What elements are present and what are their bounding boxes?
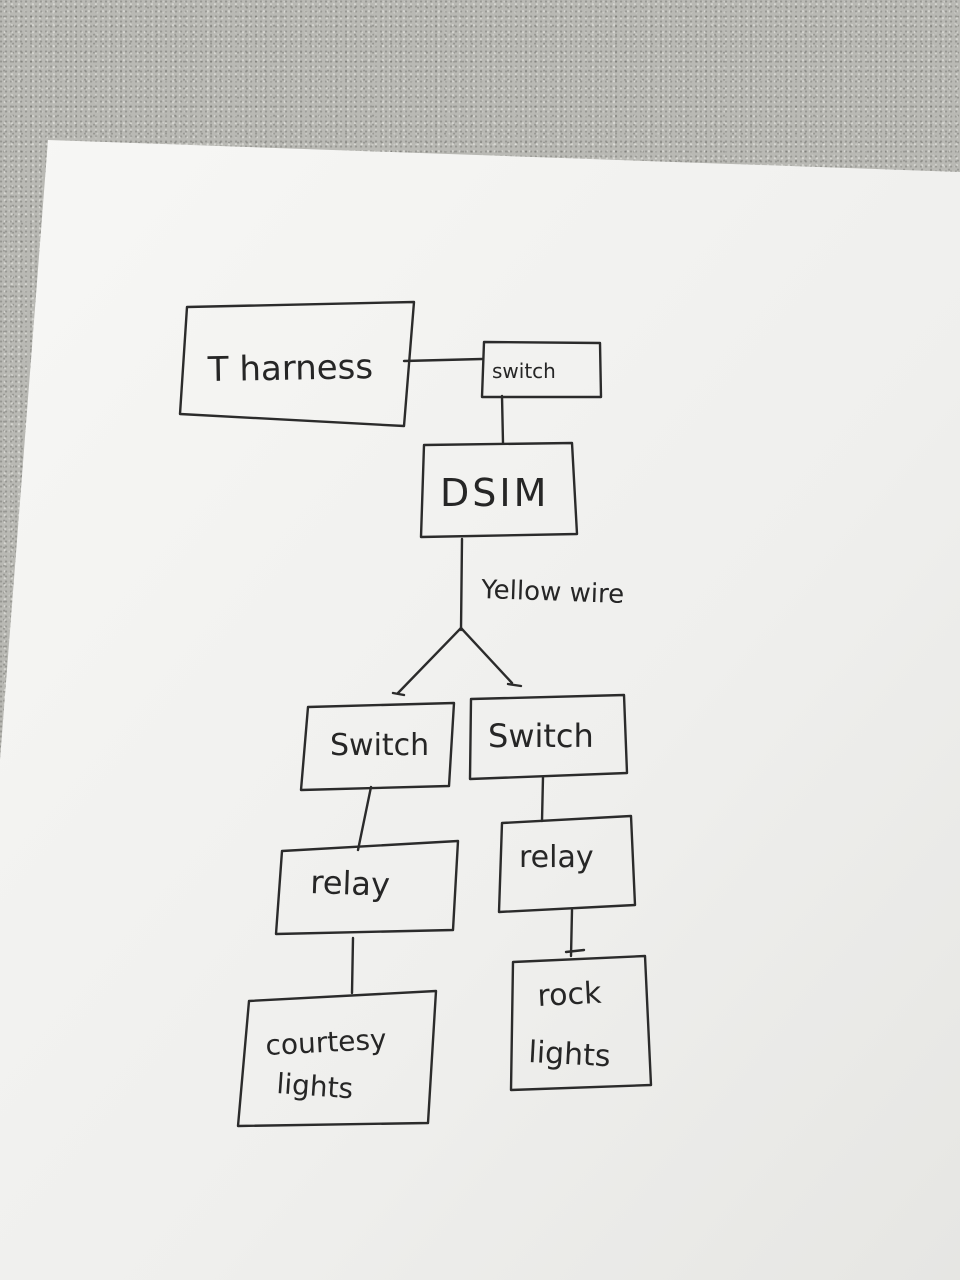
right-relay-label: relay [519,840,594,875]
top-switch-label: switch [492,359,556,383]
module-box [419,441,579,539]
edge-right-relay-to-lights [569,908,574,958]
edge-left-relay-to-lights [350,936,355,995]
edge-harness-to-switch [402,357,484,363]
edge-label-yellow-wire: Yellow wire [480,575,625,610]
edge-switch-to-module [500,394,505,445]
left-lights-label-line1: courtesy [265,1023,388,1062]
edge-right-switch-to-relay [540,775,545,823]
harness-label: T harness [206,347,373,390]
connectors [350,357,586,995]
edge-split-to-right-switch [459,626,514,685]
edge-left-switch-to-relay [356,785,373,852]
left-lights-box [236,989,438,1128]
harness-box [178,300,416,428]
edge-split-to-left-switch [396,626,463,695]
right-switch-label: Switch [488,717,594,755]
left-branch-tick [391,691,406,697]
module-label: DSIM [440,471,549,515]
left-switch-box [299,701,456,792]
left-relay-label: relay [310,863,391,904]
right-lights-tick [564,948,586,954]
edge-module-to-split [459,537,464,632]
top-switch-box [480,340,603,399]
left-relay-box [274,839,460,936]
right-relay-box [497,814,637,914]
boxes [178,300,653,1128]
right-switch-box [468,693,629,781]
left-switch-label: Switch [330,728,429,763]
paper-sheet [0,140,960,1280]
right-lights-box [509,954,653,1092]
right-lights-label-line1: rock [537,976,603,1014]
right-branch-tick [506,682,523,688]
right-lights-label-line2: lights [528,1035,612,1074]
labels: T harness switch DSIM Yellow wire Switch… [206,347,624,1105]
left-lights-label-line2: lights [276,1067,355,1105]
